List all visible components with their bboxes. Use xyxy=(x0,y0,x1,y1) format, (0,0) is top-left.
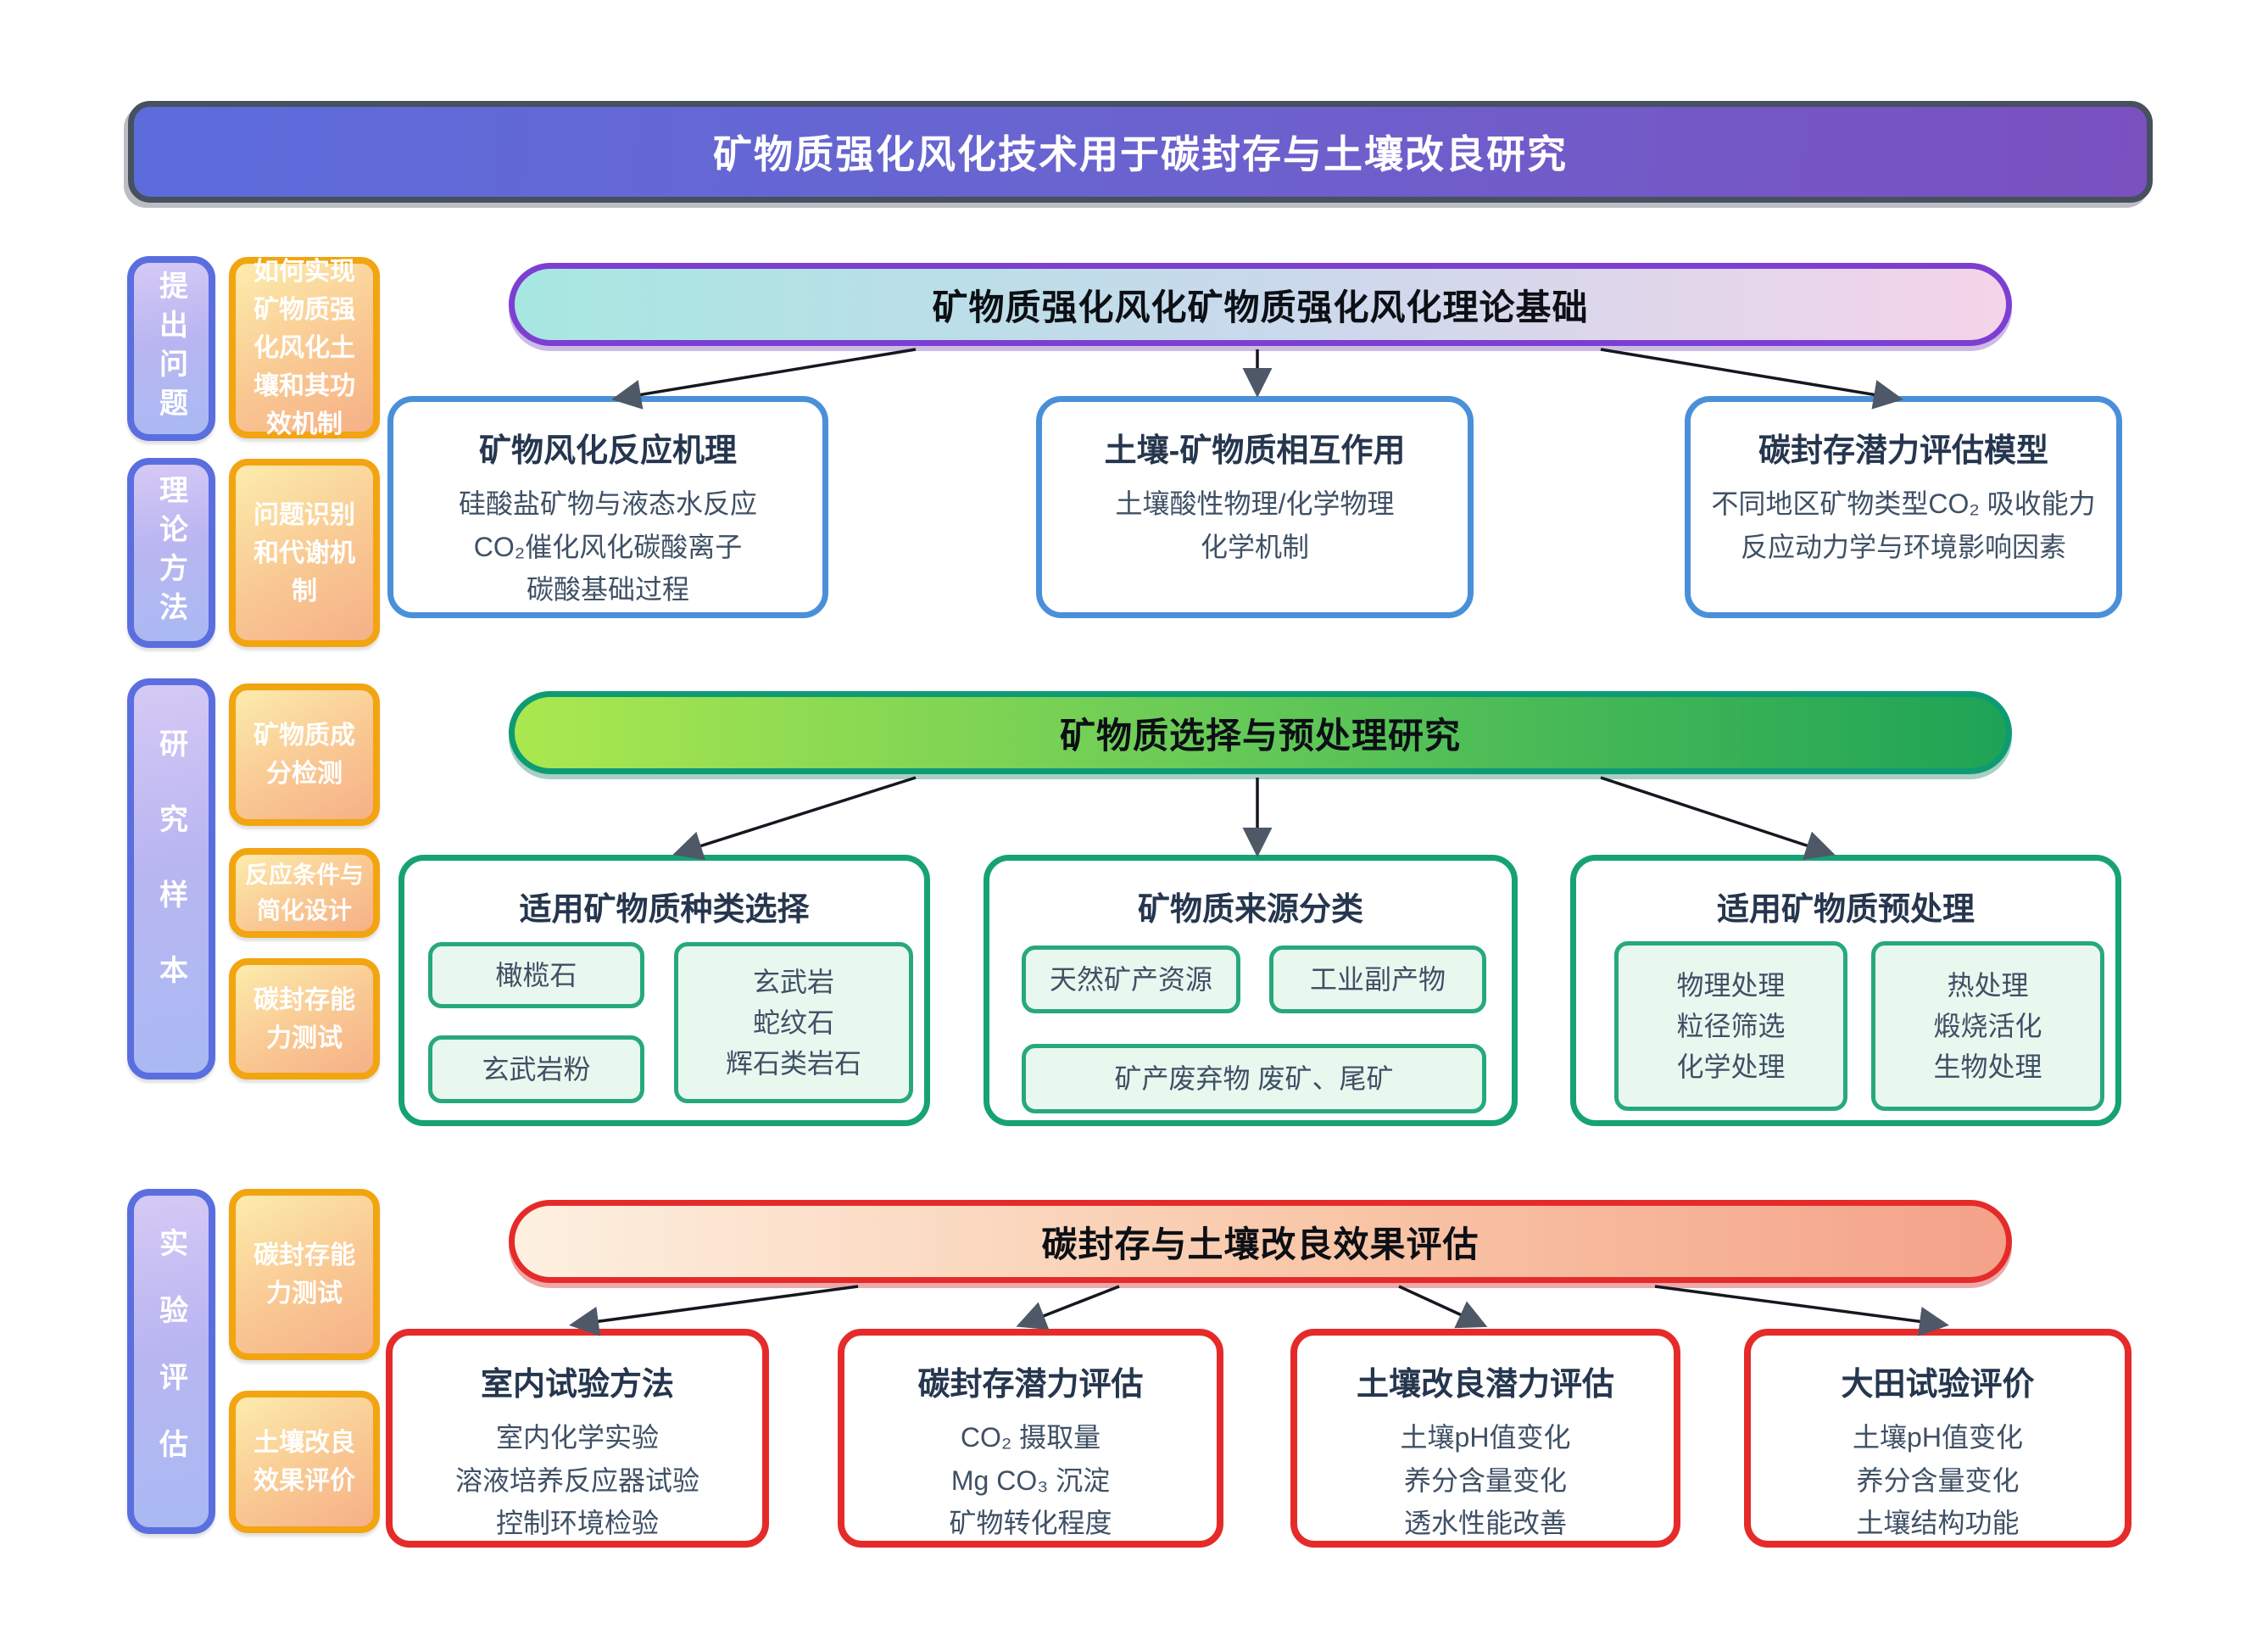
node-line: 透水性能改善 xyxy=(1403,1508,1567,1539)
arrow xyxy=(1398,1285,1488,1329)
arrow xyxy=(1600,776,1836,860)
page-title: 矿物质强化风化技术用于碳封存与土壤改良研究 xyxy=(128,101,2153,203)
node-line: 室内化学实验 xyxy=(495,1422,659,1453)
node-soil-mineral-interaction: 土壤-矿物质相互作用 土壤酸性物理/化学物理 化学机制 xyxy=(1036,396,1474,618)
note-reaction-conditions: 反应条件与简化设计 xyxy=(229,848,380,938)
chip-olivine: 橄榄石 xyxy=(428,942,644,1008)
node-line: 溶液培养反应器试验 xyxy=(454,1464,699,1496)
node-line: 控制环境检验 xyxy=(495,1508,659,1539)
node-title: 土壤-矿物质相互作用 xyxy=(1104,433,1406,469)
node-line: 碳酸基础过程 xyxy=(526,574,689,605)
chip-thermal-treatment: 热处理 煅烧活化 生物处理 xyxy=(1871,941,2104,1111)
node-title: 矿物质来源分类 xyxy=(1137,892,1363,928)
node-field-trial-eval: 大田试验评价 土壤pH值变化 养分含量变化 土壤结构功能 xyxy=(1744,1329,2131,1548)
note-problem-identify: 问题识别和代谢机制 xyxy=(229,459,380,647)
node-title: 适用矿物质预处理 xyxy=(1716,892,1975,928)
node-lab-test-methods: 室内试验方法 室内化学实验 溶液培养反应器试验 控制环境检验 xyxy=(386,1329,769,1548)
node-line: 硅酸盐矿物与液态水反应 xyxy=(458,488,757,519)
arrow xyxy=(1600,348,1903,410)
section-header-theory: 矿物质强化风化矿物质强化风化理论基础 xyxy=(509,263,2012,346)
note-mineral-composition: 矿物质成分检测 xyxy=(229,683,380,826)
arrow xyxy=(1654,1285,1949,1336)
node-carbon-potential-eval: 碳封存潜力评估 CO₂ 摄取量 Mg CO₃ 沉淀 矿物转化程度 xyxy=(838,1329,1223,1548)
arrow xyxy=(1016,1285,1120,1330)
stage-pill-theory-method: 理论方法 xyxy=(127,458,215,648)
arrow xyxy=(569,1285,859,1336)
node-mineral-pretreatment: 适用矿物质预处理 物理处理 粒径筛选 化学处理 热处理 煅烧活化 生物处理 xyxy=(1570,855,2121,1126)
chip-physical-treatment: 物理处理 粒径筛选 化学处理 xyxy=(1614,941,1847,1111)
node-line: 养分含量变化 xyxy=(1403,1464,1567,1496)
node-title: 矿物风化反应机理 xyxy=(478,433,737,469)
node-line: 土壤酸性物理/化学物理 xyxy=(1115,488,1395,519)
arrow xyxy=(672,776,917,861)
node-line: 土壤pH值变化 xyxy=(1853,1422,2023,1453)
chip-industrial-byproducts: 工业副产物 xyxy=(1269,946,1486,1013)
node-line: 土壤结构功能 xyxy=(1856,1508,2020,1539)
node-mineral-type-selection: 适用矿物质种类选择 橄榄石 玄武岩粉 玄武岩 蛇纹石 辉石类岩石 xyxy=(398,855,930,1126)
node-line: 不同地区矿物类型CO₂ 吸收能力 xyxy=(1711,488,2096,519)
chip-natural-mineral-resources: 天然矿产资源 xyxy=(1022,946,1240,1013)
section-header-evaluation: 碳封存与土壤改良效果评估 xyxy=(509,1200,2012,1283)
stage-pill-research-sample: 研究样本 xyxy=(127,678,215,1079)
node-line: CO₂催化风化碳酸离子 xyxy=(473,531,743,562)
node-title: 碳封存潜力评估 xyxy=(917,1367,1144,1403)
chip-mine-waste: 矿产废弃物 废矿、尾矿 xyxy=(1022,1044,1486,1113)
stage-pill-propose-question: 提出问题 xyxy=(127,256,215,441)
node-line: CO₂ 摄取量 xyxy=(960,1422,1101,1453)
node-title: 大田试验评价 xyxy=(1841,1367,2035,1403)
node-line: 养分含量变化 xyxy=(1856,1464,2020,1496)
node-carbon-potential-model: 碳封存潜力评估模型 不同地区矿物类型CO₂ 吸收能力 反应动力学与环境影响因素 xyxy=(1685,396,2122,618)
chip-basalt-serpentine-pyroxene: 玄武岩 蛇纹石 辉石类岩石 xyxy=(674,942,913,1103)
node-line: 矿物转化程度 xyxy=(949,1508,1112,1539)
node-line: 土壤pH值变化 xyxy=(1400,1422,1571,1453)
node-title: 土壤改良潜力评估 xyxy=(1356,1367,1614,1403)
chip-basalt-powder: 玄武岩粉 xyxy=(428,1035,644,1103)
node-title: 碳封存潜力评估模型 xyxy=(1758,433,2048,469)
note-carbon-capacity-test-2: 碳封存能力测试 xyxy=(229,1189,380,1360)
note-carbon-capacity-test-1: 碳封存能力测试 xyxy=(229,958,380,1079)
node-mineral-source-classification: 矿物质来源分类 天然矿产资源 工业副产物 矿产废弃物 废矿、尾矿 xyxy=(984,855,1518,1126)
node-title: 室内试验方法 xyxy=(480,1367,674,1403)
note-how-to-realize: 如何实现矿物质强化风化土壤和其功效机制 xyxy=(229,257,380,438)
node-line: 化学机制 xyxy=(1200,531,1309,562)
node-line: Mg CO₃ 沉淀 xyxy=(950,1464,1111,1496)
node-soil-improvement-eval: 土壤改良潜力评估 土壤pH值变化 养分含量变化 透水性能改善 xyxy=(1290,1329,1680,1548)
note-soil-improve-eval: 土壤改良效果评价 xyxy=(229,1391,380,1533)
node-title: 适用矿物质种类选择 xyxy=(519,892,810,928)
section-header-mineral-selection: 矿物质选择与预处理研究 xyxy=(509,691,2012,774)
arrow xyxy=(611,348,917,410)
node-line: 反应动力学与环境影响因素 xyxy=(1740,531,2066,562)
stage-pill-experiment-eval: 实验评估 xyxy=(127,1189,215,1534)
node-weathering-mechanism: 矿物风化反应机理 硅酸盐矿物与液态水反应 CO₂催化风化碳酸离子 碳酸基础过程 xyxy=(387,396,828,618)
